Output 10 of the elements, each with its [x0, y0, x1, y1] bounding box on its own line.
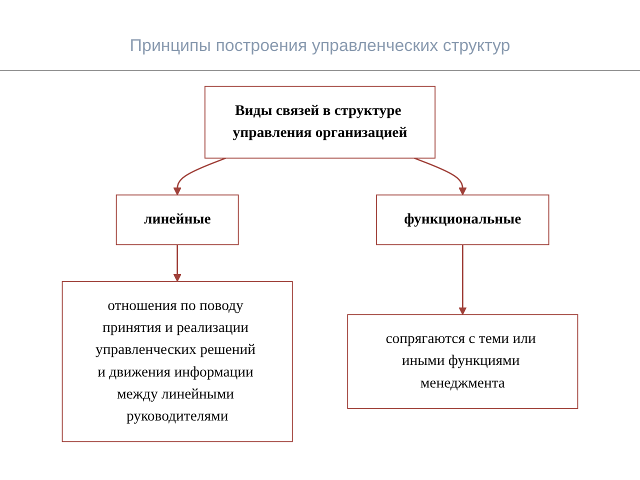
arrow	[414, 158, 467, 196]
arrow	[173, 244, 182, 282]
slide-title: Принципы построения управленческих структур	[0, 36, 640, 71]
node-box: линейные	[116, 194, 239, 246]
node-box: сопрягаются с теми или иными функциями менеджмента	[347, 314, 578, 409]
arrow	[458, 244, 467, 315]
node-box: функциональные	[376, 194, 550, 246]
node-box: Виды связей в структуре управления организацией	[204, 86, 436, 159]
node-box: отношения по поводу принятия и реализации управленческих решений и движения информации между линейными руководителями	[62, 281, 293, 442]
arrow	[173, 158, 226, 196]
